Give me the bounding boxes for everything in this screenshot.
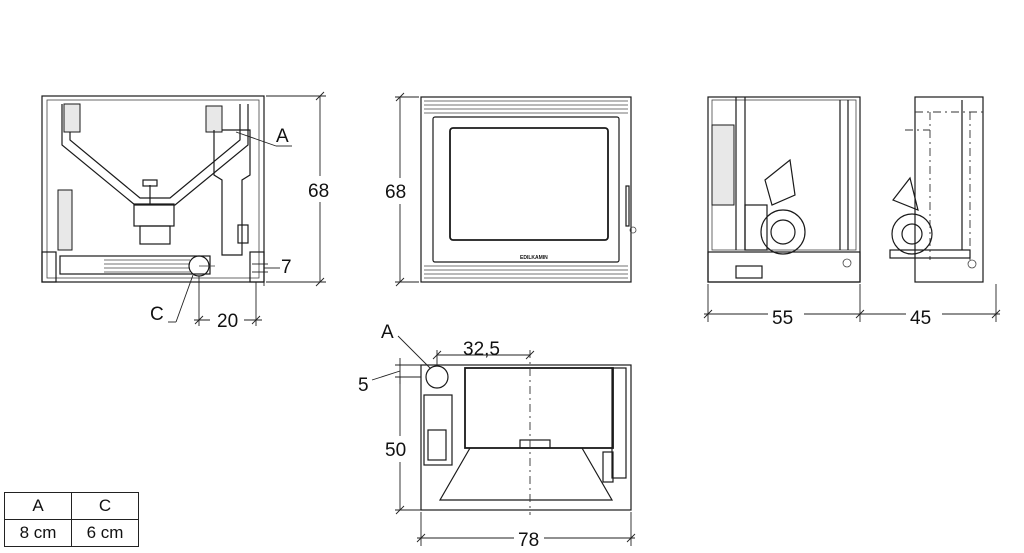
legend-table: A C 8 cm 6 cm bbox=[4, 492, 139, 547]
legend-header-a: A bbox=[4, 492, 72, 520]
front-view-offset-dim: 7 bbox=[281, 257, 292, 278]
top-view-edge-dim: 5 bbox=[358, 375, 369, 396]
legend-header-c: C bbox=[71, 492, 139, 520]
legend-header-row: A C bbox=[4, 492, 139, 520]
front-view-label-a: A bbox=[276, 126, 289, 147]
side-depth-dimensions bbox=[703, 284, 1001, 328]
top-view-label-a: A bbox=[381, 322, 394, 343]
front-face-view bbox=[384, 92, 637, 287]
front-section-view bbox=[41, 91, 332, 332]
front-view-width-dim: 20 bbox=[217, 311, 238, 332]
side-depth-dim-45: 45 bbox=[910, 308, 931, 329]
side-view-left bbox=[707, 96, 861, 283]
side-depth-dim-55: 55 bbox=[772, 308, 793, 329]
brand-plate: EDILKAMIN bbox=[520, 255, 548, 261]
inlet-a-circle bbox=[425, 365, 449, 389]
top-view-offset-dim: 32,5 bbox=[463, 339, 500, 360]
front-view-label-c: C bbox=[150, 304, 164, 325]
legend-value-a: 8 cm bbox=[4, 519, 72, 547]
side-view-right bbox=[889, 96, 984, 283]
top-view-depth-dim: 50 bbox=[385, 440, 406, 461]
front-view-height-dim: 68 bbox=[308, 181, 329, 202]
legend-value-row: 8 cm 6 cm bbox=[4, 519, 139, 547]
top-view-width-dim: 78 bbox=[518, 530, 539, 551]
top-view bbox=[371, 335, 636, 551]
legend-value-c: 6 cm bbox=[71, 519, 139, 547]
front-face-height-dim: 68 bbox=[385, 182, 406, 203]
